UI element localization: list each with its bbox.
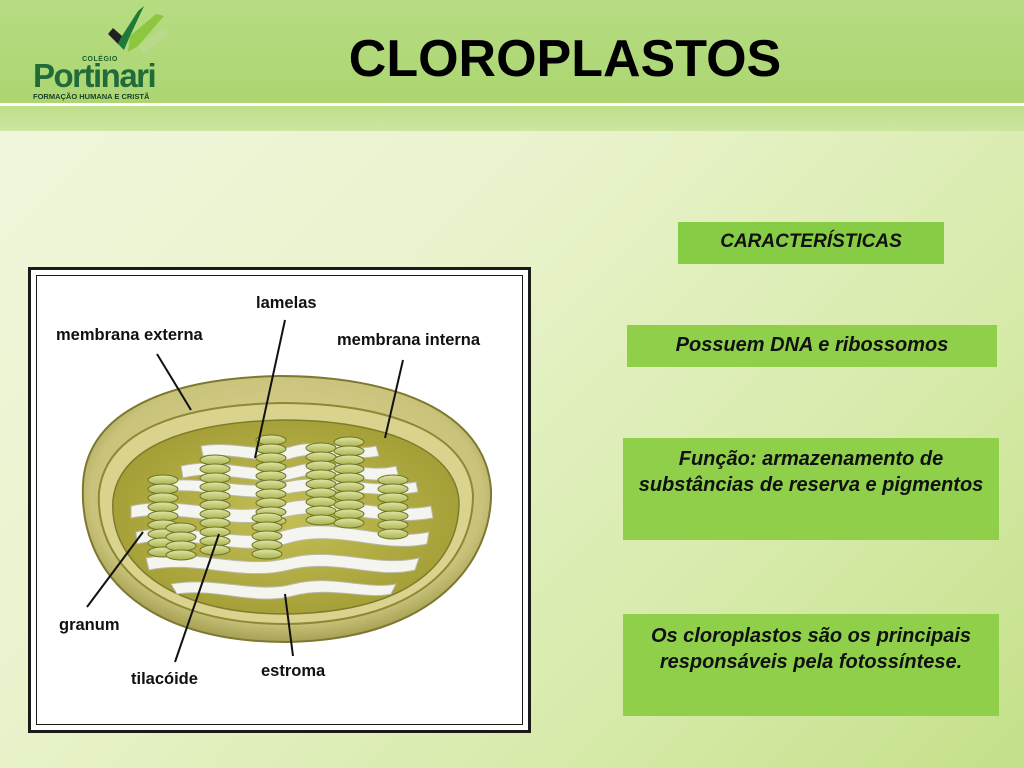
label-tilacoide: tilacóide	[131, 670, 198, 688]
thylakoid-disc	[305, 514, 337, 526]
feature-function-box: Função: armazenamento de substâncias de …	[623, 438, 999, 540]
chloroplast-illustration	[81, 319, 493, 663]
college-logo: COLÉGIO Portinari FORMAÇÃO HUMANA E CRIS…	[30, 6, 170, 101]
leaf-check-icon	[108, 6, 168, 54]
header-band	[0, 106, 1024, 131]
feature-photosynthesis-box: Os cloroplastos são os principais respon…	[623, 614, 999, 716]
leader-line-membrana-externa	[156, 353, 192, 411]
label-lamelas: lamelas	[256, 294, 317, 312]
logo-tagline-text: FORMAÇÃO HUMANA E CRISTÃ	[33, 92, 150, 101]
header-bar	[0, 0, 1024, 103]
label-leader-lines	[86, 319, 404, 663]
thylakoid-disc	[333, 517, 365, 529]
thylakoid-disc	[165, 549, 197, 561]
leader-line-estroma	[284, 593, 294, 657]
thylakoid-disc	[251, 548, 283, 560]
label-membrana-interna: membrana interna	[337, 331, 481, 349]
label-estroma: estroma	[261, 662, 326, 680]
chloroplast-diagram: lamelas membrana externa membrana intern…	[28, 267, 531, 733]
leader-line-membrana-interna	[384, 359, 404, 439]
label-membrana-externa: membrana externa	[56, 326, 203, 344]
feature-dna-box: Possuem DNA e ribossomos	[627, 325, 997, 367]
header-divider	[0, 103, 1024, 106]
leader-line-lamelas	[254, 319, 286, 459]
grana-stacks	[147, 434, 409, 561]
characteristics-heading: CARACTERÍSTICAS	[678, 222, 944, 264]
label-granum: granum	[59, 616, 120, 634]
page-title: CLOROPLASTOS	[348, 30, 782, 88]
logo-name-text: Portinari	[33, 57, 157, 94]
diagram-inner-border	[36, 275, 523, 725]
leader-line-granum	[86, 531, 144, 608]
thylakoid-disc	[377, 528, 409, 540]
logo-college-text: COLÉGIO	[82, 56, 118, 63]
leader-line-tilacoide	[174, 533, 220, 663]
